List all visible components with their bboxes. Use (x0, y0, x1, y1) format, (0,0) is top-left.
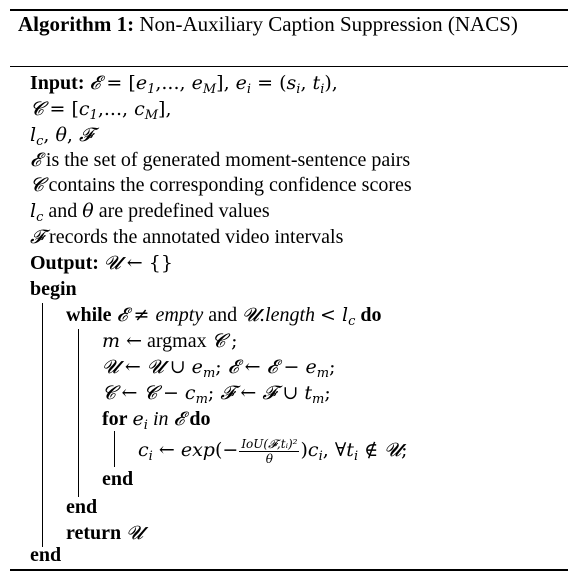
length-word: length (265, 304, 316, 326)
while-keyword: while (66, 304, 112, 326)
desc-E: 𝓔 is the set of generated moment-sentenc… (30, 149, 411, 171)
algorithm-name: Non-Auxiliary Caption Suppression (NACS) (139, 12, 518, 36)
do-keyword-2: do (189, 408, 211, 430)
top-rule (10, 9, 568, 11)
iou-denominator: θ (265, 452, 274, 466)
iou-numerator: IoU(𝓕,tᵢ)² (239, 437, 300, 452)
end-begin-keyword: end (30, 544, 62, 566)
exp-word: exp (180, 439, 215, 462)
return-line: return 𝓤 (66, 522, 144, 544)
end-for-keyword: end (102, 468, 134, 490)
header-rule (10, 66, 568, 67)
input-line-1: Input: 𝓔 = [e1,..., eM], ei = (si, ti), (30, 72, 338, 97)
argmax-line: m ← argmax 𝓒 ; (102, 330, 238, 352)
begin-keyword: begin (30, 278, 77, 300)
for-keyword: for (102, 408, 128, 430)
algorithm-box: Algorithm 1: Non-Auxiliary Caption Suppr… (10, 9, 568, 571)
empty-word: empty (155, 304, 204, 326)
desc-theta-text: are predefined values (98, 200, 270, 222)
desc-and-text: and (48, 200, 78, 222)
input-line-3: lc, θ, 𝓕 (30, 124, 93, 149)
do-keyword: do (360, 304, 382, 326)
return-keyword: return (66, 522, 122, 544)
in-keyword: in (152, 408, 169, 430)
desc-lc-theta: lc and θ are predefined values (30, 200, 270, 225)
and-word: and (208, 304, 238, 326)
for-line: for ei in 𝓔 do (102, 408, 211, 433)
algorithm-title: Algorithm 1: Non-Auxiliary Caption Suppr… (18, 12, 558, 37)
desc-C-text: contains the corresponding confidence sc… (48, 174, 412, 196)
desc-E-text: is the set of generated moment-sentence … (45, 149, 411, 171)
bottom-rule (10, 569, 568, 571)
end-while-keyword: end (66, 496, 98, 518)
input-label: Input: (30, 72, 85, 94)
input-line-2: 𝓒 = [c1,..., cM], (30, 98, 172, 123)
update-U-E-line: 𝓤 ← 𝓤 ∪ em; 𝓔 ← 𝓔 − em; (102, 356, 336, 381)
desc-F-text: records the annotated video intervals (49, 226, 344, 248)
desc-F: 𝓕 records the annotated video intervals (30, 226, 344, 248)
for-block-bar (114, 431, 115, 467)
update-C-F-line: 𝓒 ← 𝓒 − cm; 𝓕 ← 𝓕 ∪ tm; (102, 382, 331, 407)
begin-block-bar (42, 303, 43, 547)
output-line: Output: 𝓤 ← {} (30, 252, 173, 274)
while-block-bar (78, 329, 79, 497)
algorithm-label: Algorithm 1: (18, 12, 135, 36)
desc-C: 𝓒 contains the corresponding confidence … (30, 174, 412, 196)
argmax-word: argmax (146, 330, 207, 352)
output-label: Output: (30, 252, 99, 274)
while-line: while 𝓔 ≠ empty and 𝓤.length < lc do (66, 304, 382, 329)
